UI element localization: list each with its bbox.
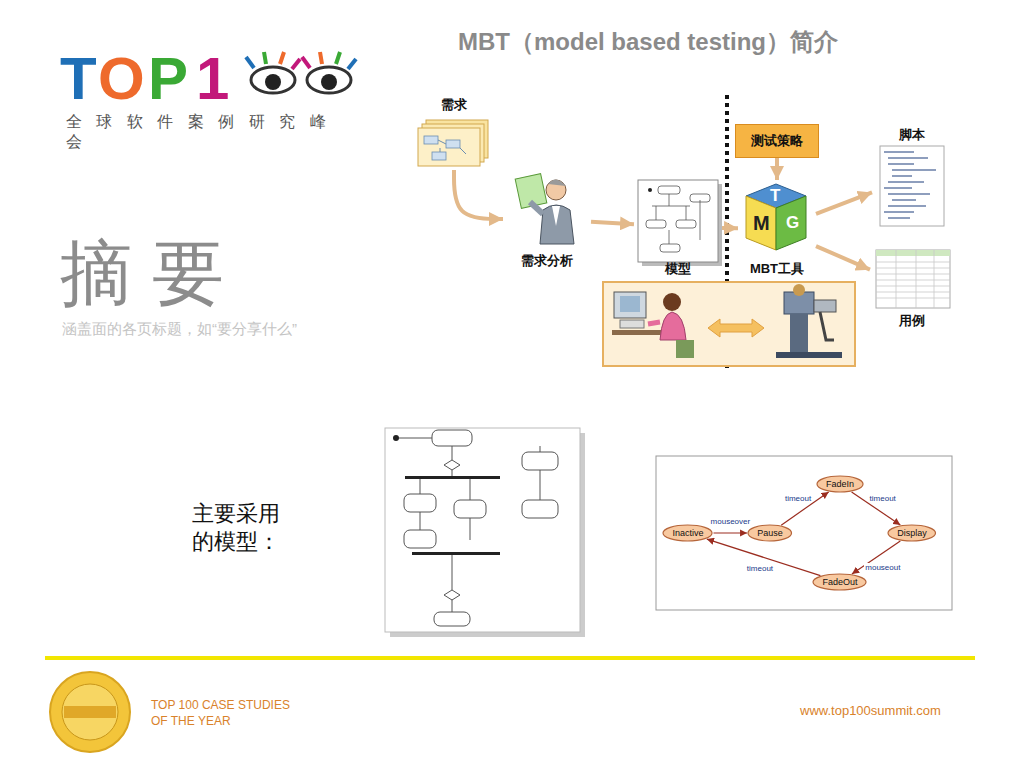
- transition-label: timeout: [746, 564, 774, 573]
- transition-arrow: [707, 539, 821, 576]
- transition-arrow: [714, 532, 748, 533]
- state-ellipse: Inactive: [662, 524, 713, 542]
- transition-label: mouseout: [864, 563, 901, 572]
- state-ellipse-fill: [888, 525, 936, 541]
- section-note: 涵盖面的各页标题，如“要分享什么”: [62, 320, 297, 339]
- cube-letter: M: [753, 212, 770, 235]
- node-caption: 测试策略: [751, 132, 803, 150]
- logo-letter: 1: [196, 44, 229, 113]
- state-name: FadeOut: [822, 577, 857, 587]
- logo-letter: T: [60, 44, 97, 113]
- logo-letter: P: [148, 44, 188, 113]
- state-name: Inactive: [672, 528, 703, 538]
- state-ellipse-fill: [817, 476, 863, 492]
- testcase-icon: [876, 250, 950, 308]
- state-ellipse-fill: [663, 525, 712, 541]
- section-heading: 摘 要: [60, 226, 224, 322]
- logo-eyes: [246, 52, 356, 93]
- transition-arrow: [852, 492, 901, 525]
- transition-arrow: [781, 492, 828, 525]
- analysis-figure: 需求分析: [503, 168, 591, 270]
- transition-label: mouseover: [710, 517, 752, 526]
- case-study-badge: [50, 672, 130, 752]
- state-ellipse: FadeOut: [812, 573, 867, 591]
- state-ellipse: FadeIn: [816, 475, 864, 493]
- requirement-doc: 需求: [412, 96, 496, 170]
- logo-letter: O: [98, 44, 145, 113]
- state-name: Display: [897, 528, 927, 538]
- model-figure: 模型: [634, 176, 722, 278]
- transition-label: timeout: [784, 494, 812, 503]
- execution-panel: [603, 282, 855, 366]
- state-ellipse: Pause: [747, 524, 793, 542]
- state-ellipse-fill: [813, 574, 866, 590]
- state-diagram-frame: [656, 456, 952, 610]
- node-caption: 脚本: [899, 126, 925, 144]
- models-caption: 主要采用的模型：: [192, 500, 284, 556]
- flow-arrow: [775, 158, 779, 180]
- state-name: FadeIn: [826, 479, 854, 489]
- mbt-tool: MBT工具: [738, 180, 816, 278]
- footer-rule: [45, 656, 975, 660]
- state-ellipse: Display: [887, 524, 937, 542]
- footer-url: www.top100summit.com: [800, 703, 941, 718]
- slide-title: MBT（model based testing）简介: [458, 26, 838, 58]
- state-ellipse-fill: [748, 525, 792, 541]
- flow-arrow: [816, 246, 870, 270]
- cube-letter: T: [770, 186, 780, 206]
- testcase-output: 用例: [870, 246, 954, 330]
- node-caption: 用例: [899, 312, 925, 330]
- flow-arrow: [454, 170, 503, 219]
- transition-label: timeout: [869, 494, 897, 503]
- strategy-box: 测试策略: [735, 124, 819, 158]
- script-icon: [880, 146, 944, 226]
- flow-arrow: [591, 222, 634, 225]
- flow-arrow: [722, 226, 738, 230]
- activity-diagram-image: [385, 428, 585, 637]
- logo-subtitle: 全 球 软 件 案 例 研 究 峰 会: [66, 112, 336, 152]
- node-caption: 需求: [441, 96, 467, 114]
- node-caption: 需求分析: [521, 252, 573, 270]
- mbt-tool-cube: [746, 184, 806, 250]
- node-caption: 模型: [665, 260, 691, 278]
- analyst-icon: [515, 174, 574, 244]
- model-icon: [638, 180, 722, 266]
- requirement-doc-icon: [418, 120, 488, 166]
- flow-arrow: [816, 192, 872, 214]
- script-output: 脚本: [872, 126, 952, 228]
- footer-text: TOP 100 CASE STUDIES OF THE YEAR: [151, 697, 301, 729]
- node-caption: MBT工具: [750, 260, 804, 278]
- cube-letter: G: [786, 213, 799, 233]
- state-name: Pause: [757, 528, 783, 538]
